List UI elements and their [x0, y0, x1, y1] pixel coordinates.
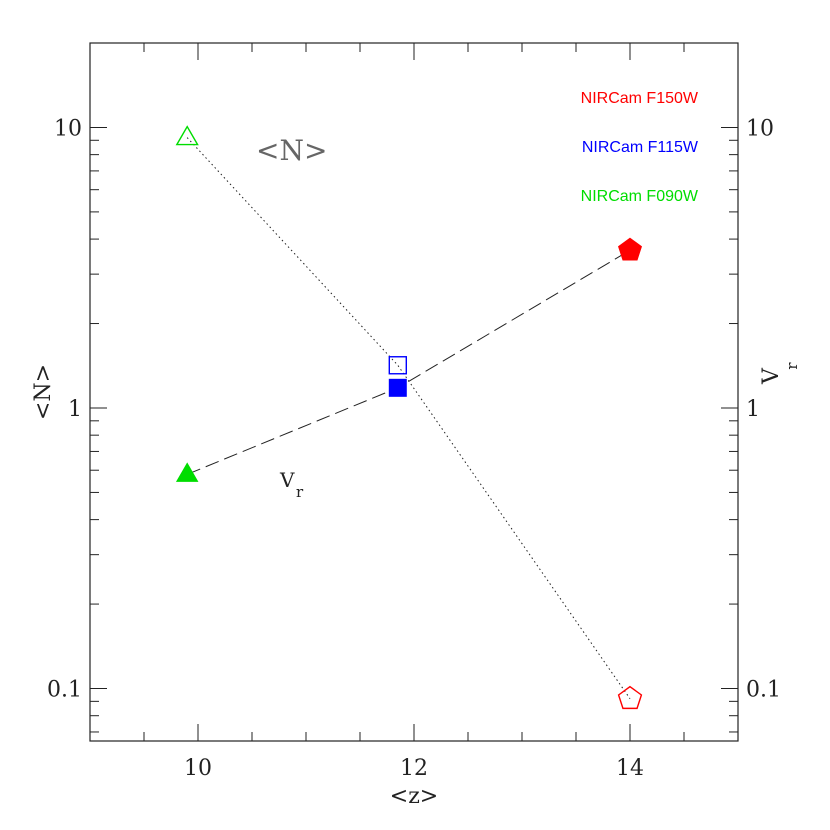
x-tick-label: 10 [184, 756, 212, 781]
y-axis-label-right: V r [759, 362, 801, 385]
marker-triangle-open [175, 125, 199, 146]
series-line-1 [187, 249, 631, 475]
y-tick-label-left: 10 [54, 116, 82, 141]
series-lines [186, 137, 631, 699]
tick-labels: 10 12 14 0.1 0.1 1 1 10 10 [47, 116, 781, 781]
legend-entry-f150w: NIRCam F150W [581, 90, 699, 107]
series-markers [175, 125, 643, 710]
legend-entry-f090w: NIRCam F090W [581, 188, 699, 205]
y-tick-label-right: 0.1 [746, 678, 781, 703]
marker-pentagon-open [617, 685, 643, 710]
axis-ticks [90, 43, 738, 741]
marker-square-filled [388, 378, 407, 397]
annotation-vr-subscript: r [296, 483, 304, 501]
y-tick-label-right: 1 [746, 397, 760, 422]
y-tick-label-left: 0.1 [47, 678, 82, 703]
marker-pentagon-filled [618, 237, 642, 261]
legend: NIRCam F150W NIRCam F115W NIRCam F090W [581, 90, 699, 205]
y-axis-label-right-main: V [759, 367, 784, 385]
y-axis-label-right-subscript: r [783, 362, 801, 370]
marker-square-open [388, 356, 407, 375]
series-line-0 [186, 137, 631, 699]
y-tick-label-left: 1 [68, 397, 82, 422]
x-tick-label: 14 [616, 756, 644, 781]
y-tick-label-right: 10 [746, 116, 774, 141]
marker-triangle-filled [175, 462, 199, 482]
x-axis-label: <z> [390, 784, 438, 809]
x-tick-label: 12 [400, 756, 428, 781]
y-axis-label-left: <N> [31, 364, 56, 420]
annotation-vr: V [279, 468, 295, 492]
legend-entry-f115w: NIRCam F115W [582, 139, 699, 156]
annotation-n: <N> [256, 134, 327, 167]
